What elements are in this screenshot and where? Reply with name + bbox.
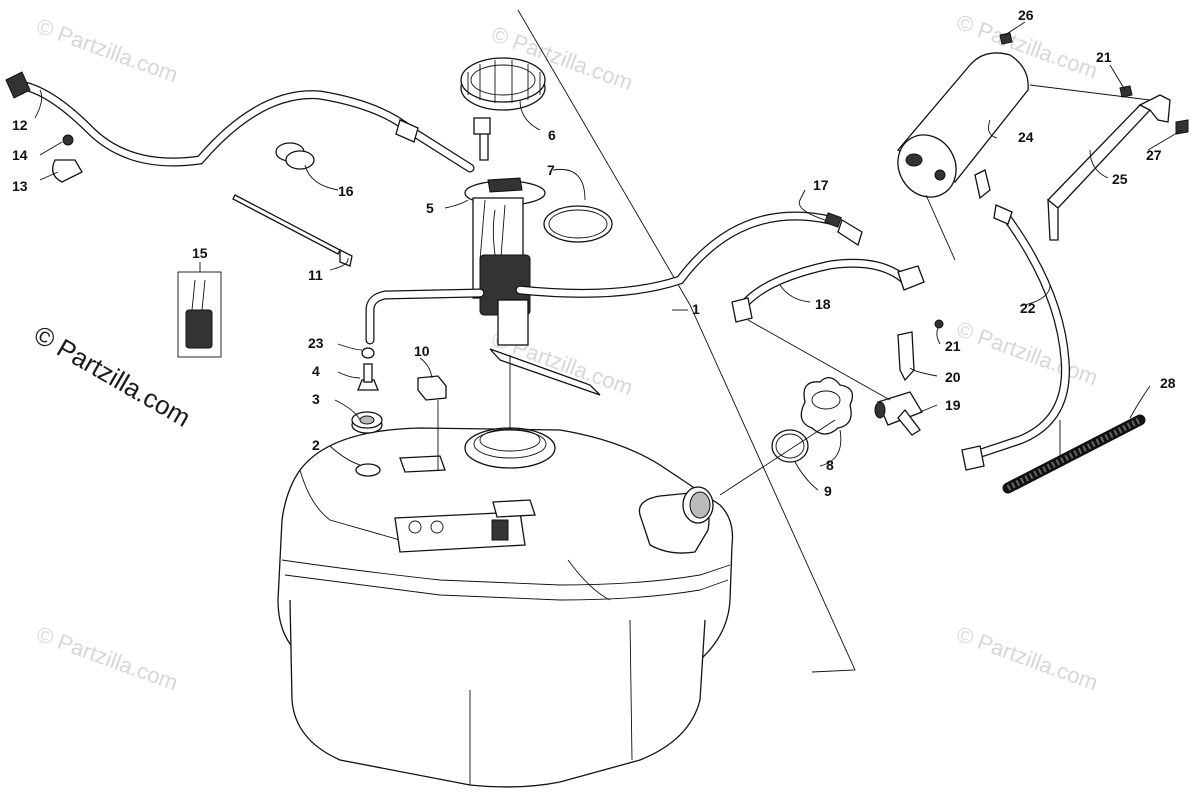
callout-22: 22	[1020, 300, 1036, 316]
watermark: © Partzilla.com	[33, 621, 181, 695]
hose-clip	[52, 159, 83, 183]
watermark: © Partzilla.com	[953, 316, 1101, 390]
fuel-tank	[277, 427, 734, 788]
watermark: © Partzilla.com	[953, 621, 1101, 695]
callout-11: 11	[308, 267, 323, 283]
callout-20: 20	[945, 369, 961, 385]
leader-lines	[34, 21, 1183, 496]
callout-21-top: 21	[1096, 49, 1112, 65]
callout-1: 1	[692, 301, 700, 317]
callout-2: 2	[312, 437, 320, 453]
fuel-hose-17	[515, 211, 863, 298]
bolt-21-top	[1119, 85, 1133, 98]
pad	[417, 375, 447, 401]
callout-1-bracket	[517, 9, 856, 673]
watermark: © Partzilla.com	[33, 13, 181, 87]
callout-13: 13	[12, 178, 28, 194]
fuel-cap	[800, 377, 854, 435]
callout-4: 4	[312, 363, 320, 379]
callout-6: 6	[548, 127, 556, 143]
callout-5: 5	[426, 200, 434, 216]
callout-21-lower: 21	[945, 338, 961, 354]
callout-26: 26	[1018, 7, 1034, 23]
callout-25: 25	[1112, 171, 1128, 187]
nut-27	[1175, 119, 1189, 135]
vent-hose-18	[731, 258, 925, 323]
fuel-hose-12	[5, 71, 475, 173]
callout-14: 14	[12, 147, 28, 163]
callout-17: 17	[813, 177, 829, 193]
bolt-21-lower	[934, 319, 944, 329]
callout-3: 3	[312, 391, 320, 407]
callout-10: 10	[414, 343, 430, 359]
wiring-connector	[177, 271, 222, 358]
callout-15: 15	[192, 245, 208, 261]
callout-19: 19	[945, 397, 961, 413]
clip-screw	[62, 134, 74, 146]
vent-cap	[361, 347, 375, 359]
spiral-wrap	[1002, 414, 1146, 494]
cable-tie	[232, 194, 353, 267]
charcoal-canister	[896, 52, 1029, 198]
callout-9: 9	[824, 483, 832, 499]
vent-hose-22	[961, 169, 1070, 471]
callout-7: 7	[547, 162, 555, 178]
fuel-pump-assembly	[464, 117, 601, 396]
lock-ring	[460, 57, 546, 111]
vent-fitting	[357, 363, 379, 391]
callout-23: 23	[308, 335, 324, 351]
callout-8: 8	[826, 457, 834, 473]
pump-gasket	[543, 205, 613, 243]
callout-24: 24	[1018, 129, 1034, 145]
callout-12: 12	[12, 117, 28, 133]
callout-16: 16	[338, 183, 354, 199]
callout-27: 27	[1146, 147, 1162, 163]
callouts: 1 2 3 4 5 6 7 8 9 10 11 12 13 14 15 16 1…	[12, 7, 1176, 499]
callout-18: 18	[815, 296, 831, 312]
callout-28: 28	[1160, 375, 1176, 391]
valve-bracket	[897, 331, 915, 382]
watermark-main: © Partzilla.com	[29, 319, 196, 433]
hose-clamp	[275, 142, 315, 170]
cap-gasket	[771, 429, 809, 463]
vent-hose	[365, 288, 485, 345]
canister-bracket	[1047, 94, 1171, 241]
rollover-valve	[874, 391, 923, 436]
